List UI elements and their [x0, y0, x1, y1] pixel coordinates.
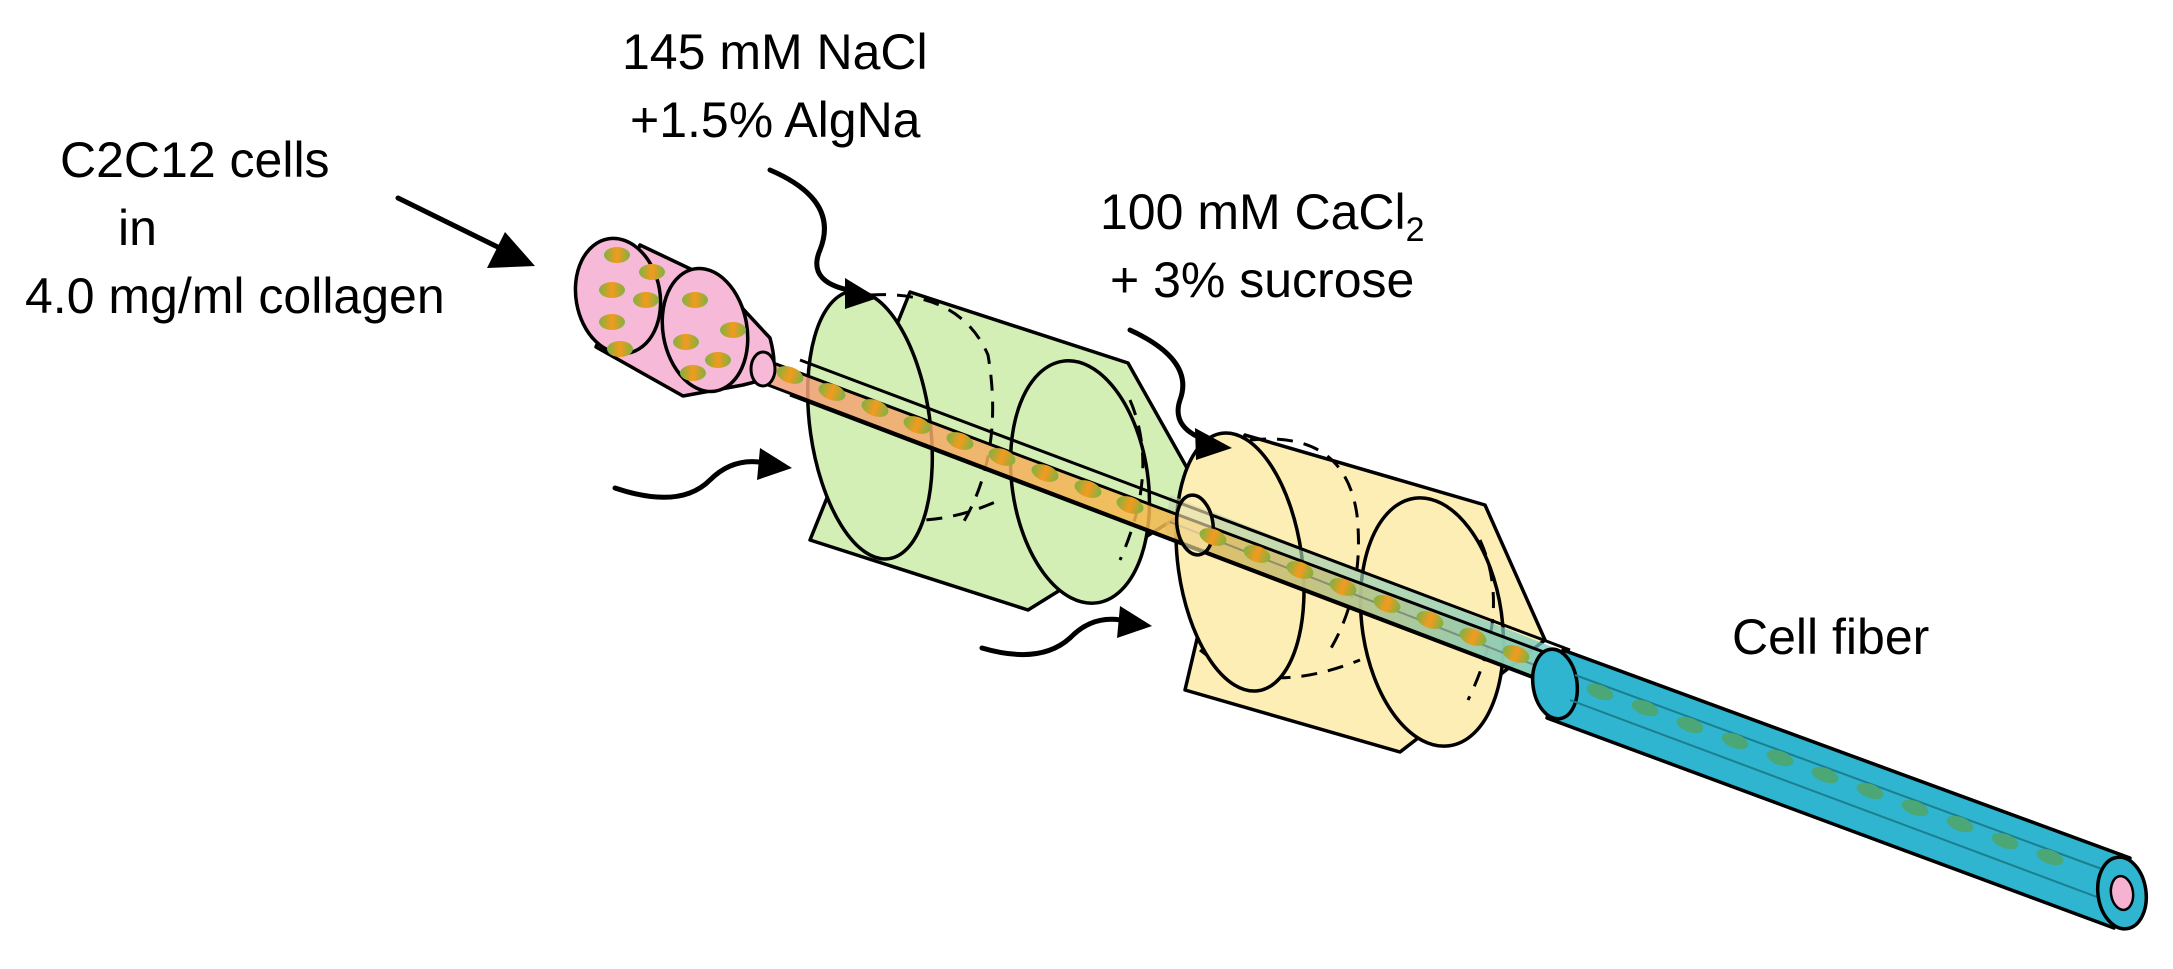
cell: [1459, 628, 1487, 646]
label-cacl-subscript: 2: [1406, 211, 1425, 249]
cell: [1199, 528, 1227, 546]
cell: [946, 432, 974, 450]
cell-reservoir: [573, 236, 776, 398]
cell: [1243, 545, 1271, 563]
cell: [607, 341, 633, 357]
label-nacl-line1: 145 mM NaCl: [622, 24, 928, 80]
cell-fiber: [1530, 647, 2149, 931]
cell: [776, 366, 804, 384]
flow-cells: [776, 366, 1530, 663]
cell: [2036, 848, 2064, 866]
calcium-back-rim-lower: [1199, 648, 1361, 680]
cell: [903, 416, 931, 434]
cell: [1329, 578, 1357, 596]
label-cacl-line2: + 3% sucrose: [1110, 252, 1414, 308]
fiber-lumen-top: [1574, 674, 2111, 873]
cell: [818, 383, 846, 401]
cell: [639, 264, 665, 280]
fiber-lumen-bottom: [1569, 699, 2106, 901]
cell: [1586, 683, 1614, 701]
cells-arrow-head: [487, 232, 535, 268]
cell: [861, 399, 889, 417]
cell: [1901, 799, 1929, 817]
reservoir-nozzle-tip: [749, 350, 777, 388]
cacl-arrow-head: [1195, 428, 1232, 460]
cell: [1631, 699, 1659, 717]
sheath-outline: [1169, 521, 1561, 676]
label-cells-line1: C2C12 cells: [60, 132, 330, 188]
sheath-inlet-arrow-upper-head: [757, 448, 792, 480]
cell: [1676, 716, 1704, 734]
cell: [1502, 645, 1530, 663]
cell: [1946, 815, 1974, 833]
cell: [604, 247, 630, 263]
labels: C2C12 cells in 4.0 mg/ml collagen 145 mM…: [25, 24, 1929, 665]
cell: [599, 314, 625, 330]
cell: [1416, 611, 1444, 629]
cacl-arrow: [1127, 327, 1215, 445]
cell: [1991, 832, 2019, 850]
cell: [682, 292, 708, 308]
cell: [1074, 480, 1102, 498]
nacl-arrow: [767, 167, 863, 295]
calcium-back-rim: [1249, 437, 1360, 651]
label-cacl-line1: 100 mM CaCl2: [1100, 184, 1425, 249]
cell: [599, 282, 625, 298]
cell: [1031, 464, 1059, 482]
label-cells-line2: in: [118, 200, 157, 256]
cell: [1286, 561, 1314, 579]
cell: [1721, 732, 1749, 750]
nacl-arrow-head: [845, 278, 878, 309]
label-nacl-line2: +1.5% AlgNa: [630, 92, 921, 148]
label-cell-fiber: Cell fiber: [1732, 609, 1929, 665]
cell: [720, 322, 746, 338]
cell: [705, 352, 731, 368]
label-cacl-main: 100 mM CaCl: [1100, 184, 1406, 240]
cell: [680, 365, 706, 381]
cell: [1811, 766, 1839, 784]
cell: [633, 292, 659, 308]
reservoir-cells: [599, 247, 746, 381]
flow-arrows: [395, 167, 1232, 658]
label-cells-line3: 4.0 mg/ml collagen: [25, 268, 445, 324]
sheath-inlet-arrow-lower: [979, 616, 1133, 658]
cell-fiber-lumen: [2109, 874, 2135, 912]
alginate-front-rim-dash: [1118, 399, 1145, 561]
cell-fiber-body: [1545, 648, 2132, 930]
calcium-front-rim-dash: [1466, 539, 1495, 701]
cell: [1856, 782, 1884, 800]
cell: [673, 334, 699, 350]
alginate-back-rim: [869, 293, 995, 529]
coaxial-flow-channel: [749, 350, 1571, 690]
sheath-inlet-arrow-lower-head: [1117, 606, 1152, 638]
sheath-inlet-arrow-upper: [612, 459, 773, 500]
fiber-cells: [1586, 683, 2064, 866]
cell-fiber-inlet: [1530, 647, 1580, 721]
cell: [1116, 496, 1144, 514]
cell: [988, 448, 1016, 466]
cell: [1766, 749, 1794, 767]
channel-wall-bottom: [789, 393, 1561, 690]
cell: [1373, 595, 1401, 613]
